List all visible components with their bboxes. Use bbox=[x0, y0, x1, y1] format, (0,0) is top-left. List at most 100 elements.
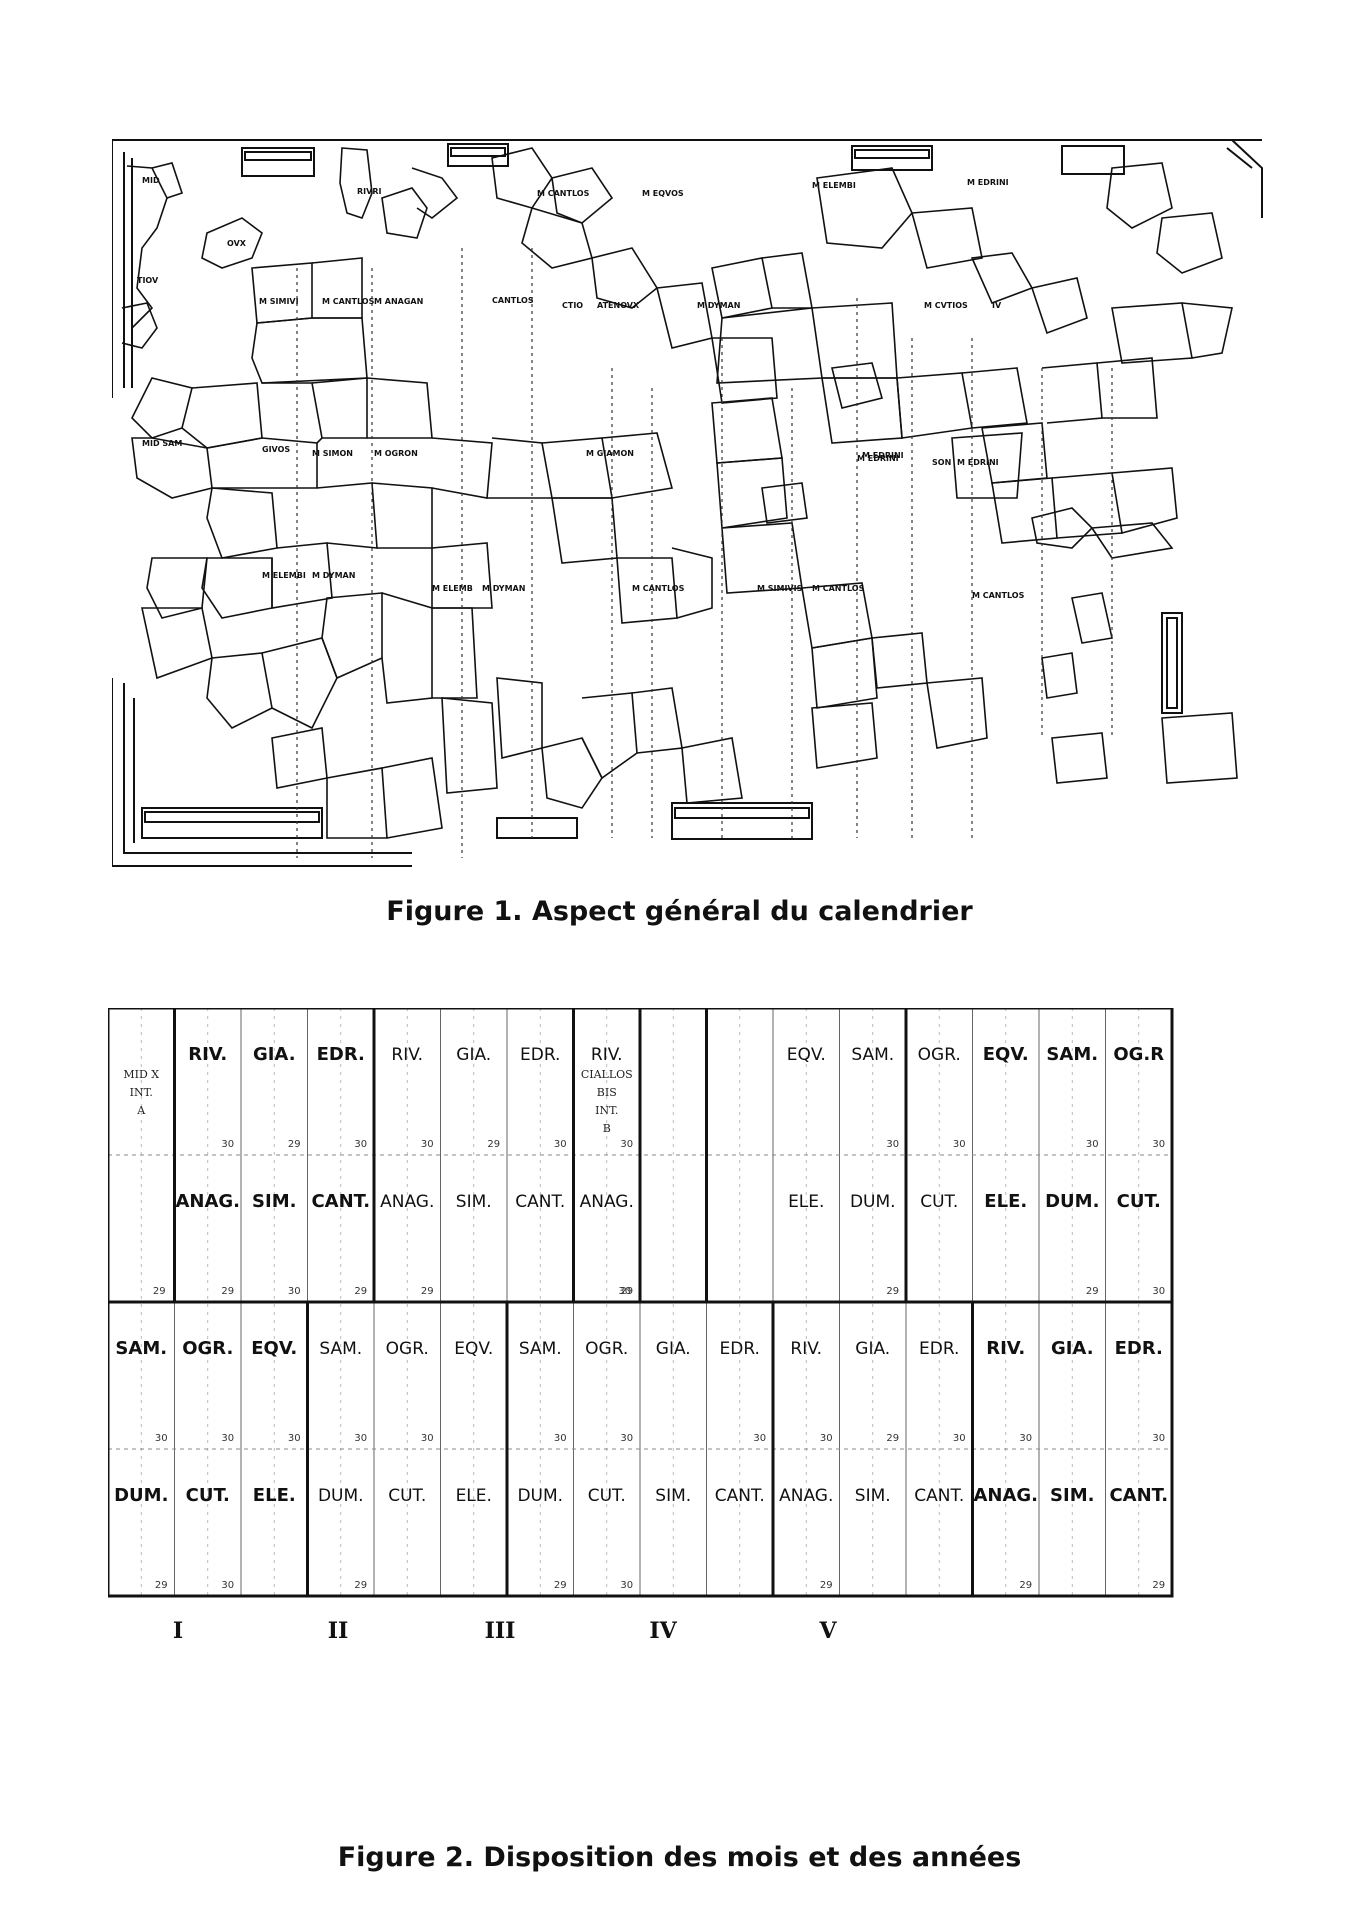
month-label: ELE. bbox=[253, 1485, 296, 1506]
month-label: SIM. bbox=[456, 1192, 492, 1212]
day-count: 29 bbox=[288, 1139, 301, 1150]
month-label: GIA. bbox=[456, 1045, 491, 1065]
fragment-label: M EQVOS bbox=[642, 189, 684, 198]
fragment-label: M CANTLOS bbox=[812, 584, 865, 593]
fragment-label: ATENOVX bbox=[597, 301, 640, 310]
fragment-label: M DYMAN bbox=[697, 301, 740, 310]
month-label: CUT. bbox=[588, 1486, 626, 1506]
day-count: 29 bbox=[221, 1286, 234, 1297]
day-count: 29 bbox=[620, 1286, 633, 1297]
month-label: SIM. bbox=[855, 1486, 891, 1506]
day-count: 29 bbox=[421, 1286, 434, 1297]
month-label: CANT. bbox=[311, 1191, 370, 1212]
day-count: 30 bbox=[354, 1433, 367, 1444]
intercalary-month-label: B bbox=[603, 1122, 611, 1135]
day-count: 30 bbox=[953, 1433, 966, 1444]
fragment-label: M ELEMB bbox=[432, 584, 473, 593]
figure-1-caption: Figure 1. Aspect général du calendrier bbox=[386, 896, 973, 927]
month-label: OGR. bbox=[918, 1045, 961, 1065]
day-count: 29 bbox=[886, 1433, 899, 1444]
day-count: 30 bbox=[421, 1139, 434, 1150]
month-label: CUT. bbox=[388, 1486, 426, 1506]
month-label: OGR. bbox=[585, 1339, 628, 1359]
fragment-label: M DYMAN bbox=[312, 571, 355, 580]
month-label: SIM. bbox=[1050, 1485, 1094, 1506]
month-label: CANT. bbox=[715, 1486, 765, 1506]
month-label: RIV. bbox=[591, 1045, 623, 1065]
month-label: OG.R bbox=[1113, 1044, 1164, 1065]
month-label: EDR. bbox=[720, 1339, 760, 1359]
fragment-label: TIOV bbox=[137, 276, 159, 285]
month-label: ELE. bbox=[984, 1191, 1027, 1212]
day-count: 30 bbox=[288, 1286, 301, 1297]
day-count: 30 bbox=[1019, 1433, 1032, 1444]
day-count: 30 bbox=[618, 1286, 631, 1297]
day-count: 30 bbox=[1152, 1139, 1165, 1150]
month-label: EDR. bbox=[520, 1045, 560, 1065]
month-label: EDR. bbox=[919, 1339, 959, 1359]
day-count: 29 bbox=[153, 1286, 166, 1297]
month-label: CANT. bbox=[1109, 1485, 1168, 1506]
month-label: SIM. bbox=[252, 1191, 296, 1212]
month-label: ANAG. bbox=[175, 1191, 240, 1212]
month-label: CUT. bbox=[920, 1192, 958, 1212]
month-label: OGR. bbox=[182, 1338, 233, 1359]
intercalary-month-label: MID X bbox=[123, 1068, 159, 1081]
day-count: 30 bbox=[1086, 1139, 1099, 1150]
day-count: 30 bbox=[221, 1580, 234, 1591]
fragment-label: M CANTLOS bbox=[322, 297, 375, 306]
month-label: ANAG. bbox=[779, 1486, 833, 1506]
month-label: ANAG. bbox=[973, 1485, 1038, 1506]
month-label: RIV. bbox=[391, 1045, 423, 1065]
intercalary-month-label: BIS bbox=[597, 1086, 617, 1099]
month-label: ELE. bbox=[456, 1486, 492, 1506]
fragment-label: M ELEMBI bbox=[812, 181, 856, 190]
day-count: 29 bbox=[886, 1286, 899, 1297]
day-count: 30 bbox=[753, 1433, 766, 1444]
month-label: SIM. bbox=[655, 1486, 691, 1506]
fragment-label: M CANTLOS bbox=[632, 584, 685, 593]
month-label: GIA. bbox=[1051, 1338, 1094, 1359]
month-label: GIA. bbox=[656, 1339, 691, 1359]
fragment-label: M EDRINI bbox=[957, 458, 999, 467]
month-label: DUM. bbox=[114, 1485, 168, 1506]
fragment-label: M EDRINI bbox=[857, 454, 899, 463]
day-count: 30 bbox=[620, 1139, 633, 1150]
day-count: 29 bbox=[1086, 1286, 1099, 1297]
fragment-label: M GIAMON bbox=[586, 449, 634, 458]
month-label: CUT. bbox=[186, 1485, 230, 1506]
month-label: SAM. bbox=[1046, 1044, 1098, 1065]
day-count: 30 bbox=[620, 1433, 633, 1444]
month-label: DUM. bbox=[517, 1486, 563, 1506]
day-count: 30 bbox=[421, 1433, 434, 1444]
intercalary-month-label: INT. bbox=[130, 1086, 153, 1099]
calendar-fragments-drawing: MID TIOV OVX RIVRI M SIMIVI M CANTLOS M … bbox=[112, 139, 1263, 867]
day-count: 30 bbox=[886, 1139, 899, 1150]
fragment-label: M SIMIVIS bbox=[757, 584, 803, 593]
month-label: CUT. bbox=[1117, 1191, 1161, 1212]
fragment-labels: MID TIOV OVX RIVRI M SIMIVI M CANTLOS M … bbox=[137, 176, 1025, 600]
month-label: RIV. bbox=[188, 1044, 227, 1065]
month-label: SAM. bbox=[851, 1045, 894, 1065]
month-label: SAM. bbox=[519, 1339, 562, 1359]
fragment-label: M CANTLOS bbox=[972, 591, 1025, 600]
frame-moulding bbox=[112, 139, 1263, 867]
fragment-label: M OGRON bbox=[374, 449, 418, 458]
fragment-label: M SIMIVI bbox=[259, 297, 299, 306]
year-number: IV bbox=[649, 1618, 677, 1644]
day-count: 29 bbox=[354, 1286, 367, 1297]
stone-fragments bbox=[121, 147, 1238, 839]
month-label: DUM. bbox=[850, 1192, 896, 1212]
day-count: 29 bbox=[1019, 1580, 1032, 1591]
day-count: 30 bbox=[1152, 1433, 1165, 1444]
month-label: RIV. bbox=[986, 1338, 1025, 1359]
day-count: 30 bbox=[554, 1139, 567, 1150]
intercalary-month-label: CIALLOS bbox=[581, 1068, 633, 1081]
day-count: 30 bbox=[554, 1433, 567, 1444]
fragment-label: SON bbox=[932, 458, 951, 467]
figure-2-caption: Figure 2. Disposition des mois et des an… bbox=[337, 1842, 1022, 1873]
fragment-label: M EDRINI bbox=[967, 178, 1009, 187]
year-number: II bbox=[328, 1618, 349, 1644]
month-label: EQV. bbox=[251, 1338, 297, 1359]
day-count: 29 bbox=[354, 1580, 367, 1591]
